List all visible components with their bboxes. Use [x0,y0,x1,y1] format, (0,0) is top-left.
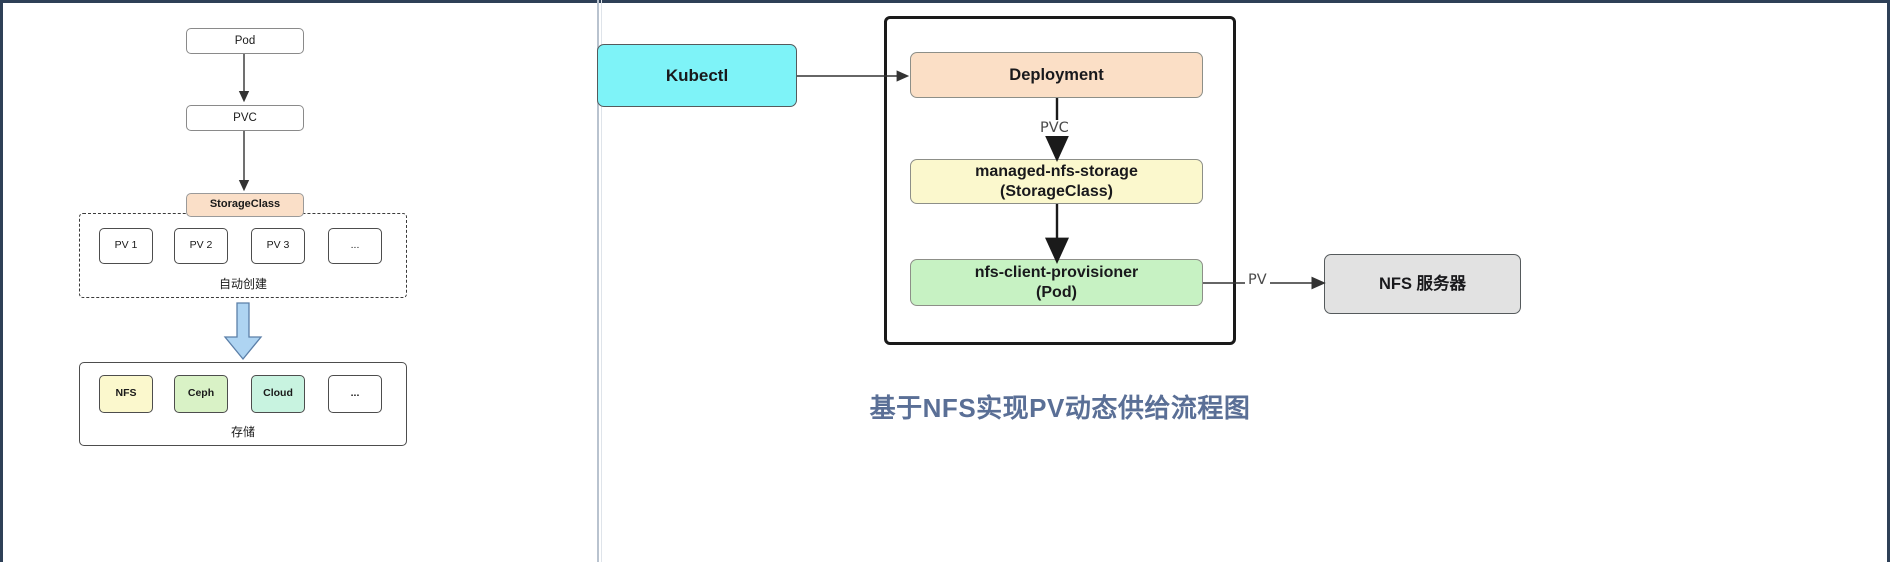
node-managed-nfs-storage[interactable]: managed-nfs-storage (StorageClass) [910,159,1203,204]
panel-divider-secondary [601,0,602,562]
node-pv-more[interactable]: ... [328,228,382,264]
node-pv-2[interactable]: PV 2 [174,228,228,264]
arrow-pvc-to-storageclass [238,131,250,192]
blue-block-arrow-down [223,302,263,361]
node-storageclass[interactable]: StorageClass [186,193,304,217]
edge-label-pv: PV [1245,272,1270,288]
edge-label-pvc: PVC [1037,120,1072,136]
arrow-storageclass-to-provisioner [1045,204,1069,264]
node-storage-cloud[interactable]: Cloud [251,375,305,413]
node-pv-1[interactable]: PV 1 [99,228,153,264]
node-kubectl[interactable]: Kubectl [597,44,797,107]
node-pv-3[interactable]: PV 3 [251,228,305,264]
diagram-title: 基于NFS实现PV动态供给流程图 [869,393,1251,423]
storage-group-label: 存储 [230,425,255,439]
arrow-kubectl-to-deployment [797,70,910,82]
panel-divider [597,0,599,562]
node-deployment[interactable]: Deployment [910,52,1203,98]
frame-border-right [1887,0,1890,562]
node-storage-more[interactable]: ... [328,375,382,413]
frame-border-top [0,0,1890,3]
node-storage-ceph[interactable]: Ceph [174,375,228,413]
frame-border-left [0,0,3,562]
arrow-pod-to-pvc [238,54,250,103]
node-nfs-server[interactable]: NFS 服务器 [1324,254,1521,314]
auto-create-label: 自动创建 [218,277,267,291]
node-pod[interactable]: Pod [186,28,304,54]
node-storage-nfs[interactable]: NFS [99,375,153,413]
node-nfs-client-provisioner[interactable]: nfs-client-provisioner (Pod) [910,259,1203,306]
node-pvc[interactable]: PVC [186,105,304,131]
